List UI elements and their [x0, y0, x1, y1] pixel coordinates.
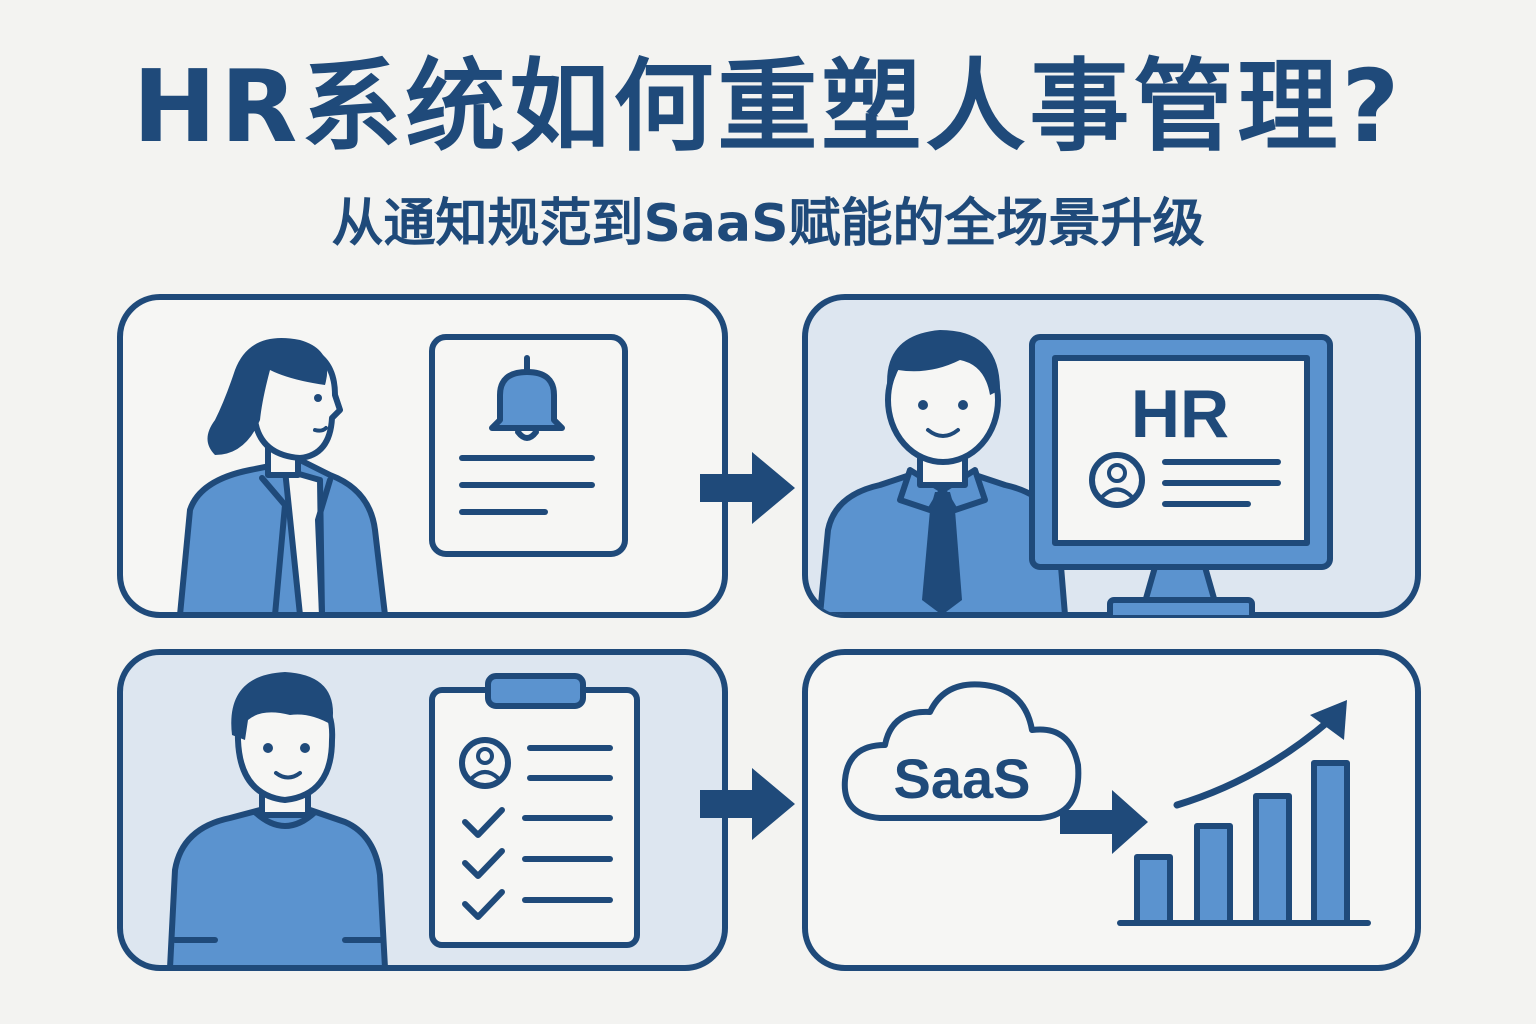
- user-avatar-icon: [1089, 452, 1145, 508]
- panel-checklist: [117, 649, 728, 971]
- panel-hr-system: HR: [802, 294, 1421, 618]
- page-subtitle: 从通知规范到SaaS赋能的全场景升级: [331, 194, 1205, 254]
- growth-bar-chart-icon: [1117, 700, 1371, 926]
- arrow-right-icon: [700, 768, 795, 840]
- clipboard-checklist-icon: [429, 673, 640, 948]
- panel-saas: SaaS: [802, 649, 1421, 971]
- arrow-right-icon: [1060, 790, 1148, 854]
- woman-figure: [177, 338, 388, 615]
- person-figure: [167, 672, 388, 968]
- man-with-tie-figure: [817, 330, 1068, 615]
- bell-icon: [489, 355, 565, 441]
- panel-notification: [117, 294, 728, 618]
- page-title: HR系统如何重塑人事管理?: [132, 48, 1404, 165]
- cloud-icon: SaaS: [841, 681, 1082, 821]
- arrow-right-icon: [700, 452, 795, 524]
- notification-card: [429, 334, 628, 557]
- saas-label: SaaS: [894, 747, 1031, 810]
- monitor-hr-label: HR: [1131, 376, 1229, 452]
- computer-monitor: HR: [1029, 334, 1333, 615]
